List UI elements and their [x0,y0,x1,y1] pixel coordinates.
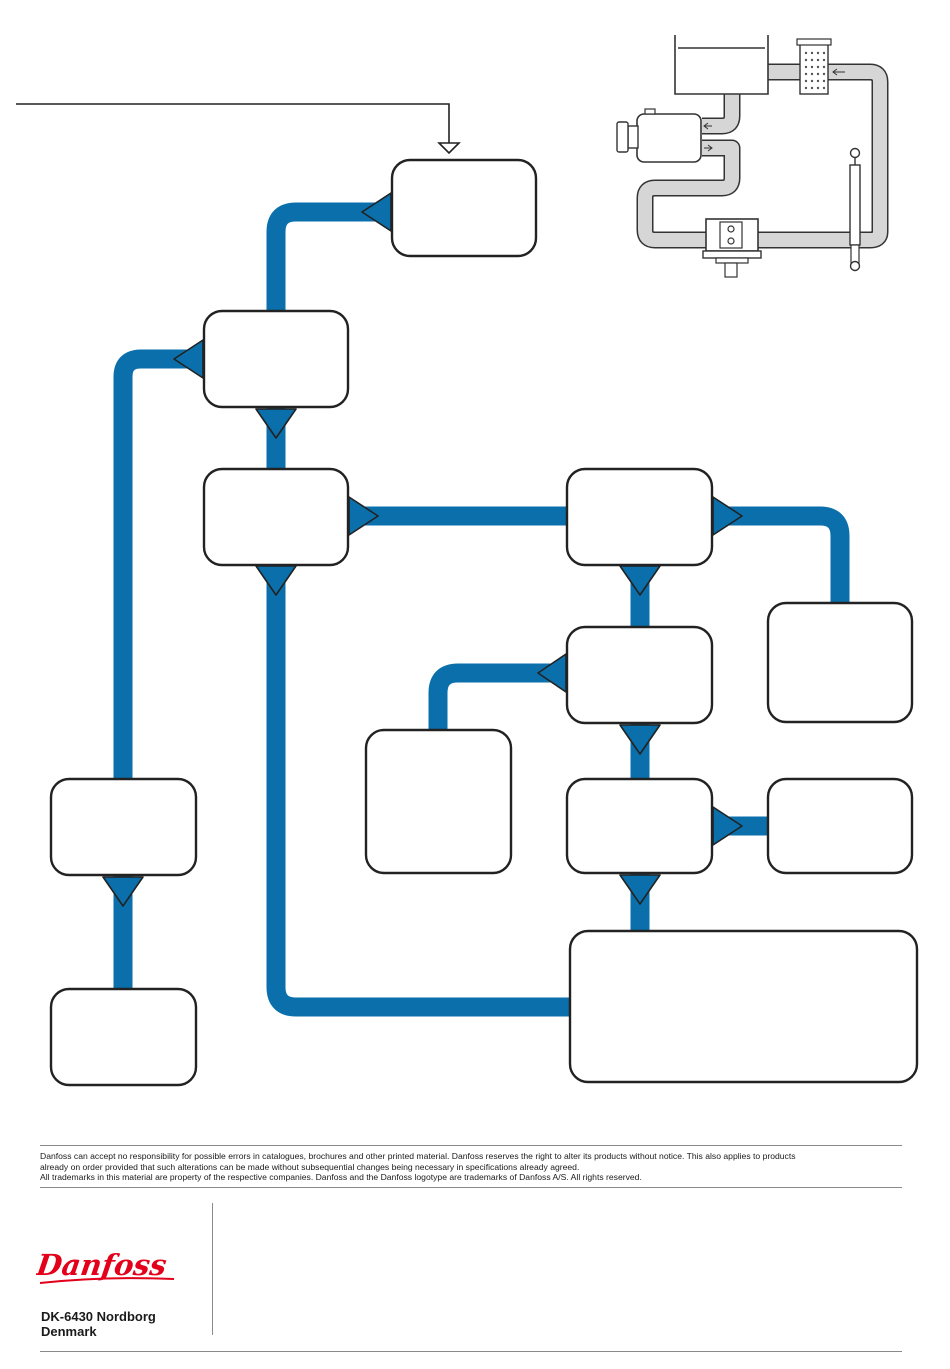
arrow-left-icon [173,339,204,379]
diagram-box-6 [565,625,714,725]
footer-bottom-rule [40,1351,902,1352]
diagram-box-5 [766,601,914,724]
input-line [16,103,461,155]
arrow-down-icon [619,874,661,905]
arrow-left-icon [537,653,567,693]
diagram-box-11 [766,777,914,875]
disclaimer-line-2: already on order provided that such alte… [40,1161,580,1172]
footer-mid-rule [40,1187,902,1188]
disclaimer-line-3: All trademarks in this material are prop… [40,1172,642,1183]
pipe-box3-to-box13 [266,564,572,1017]
flow-boxes [49,158,919,1087]
arrow-down-icon [255,565,297,596]
diagram-box-4 [565,467,714,567]
arrow-right-icon [712,806,743,846]
flow-diagram [16,35,919,1087]
diagram-box-13 [568,929,919,1084]
pipe-box4-to-box5 [712,506,850,604]
arrow-down-icon [619,565,661,596]
pipe-box6-to-box7 [428,663,568,730]
flow-arrows [102,192,743,907]
company-address: DK-6430 Nordborg Denmark [41,1309,156,1339]
pipe-box9-to-box2 [113,349,205,780]
diagram-box-2 [202,309,350,409]
diagram-box-8 [565,777,714,875]
footer-top-rule [40,1145,902,1146]
disclaimer-line-1: Danfoss can accept no responsibility for… [40,1151,796,1161]
hydraulic-system-icon [616,35,889,278]
arrow-left-icon [361,192,392,232]
arrow-right-icon [712,496,743,536]
diagram-box-9 [49,777,198,877]
diagram-box-10 [49,987,198,1087]
address-line-1: DK-6430 Nordborg [41,1309,156,1324]
diagram-box-3 [202,467,350,567]
disclaimer-text: Danfoss can accept no responsibility for… [40,1151,900,1183]
arrow-down-icon [102,876,144,907]
diagram-box-7 [364,728,513,875]
footer-vertical-rule [212,1203,213,1335]
arrow-down-icon [619,724,661,755]
danfoss-logo-text: Danfoss [36,1248,169,1282]
arrow-down-icon [255,408,297,439]
pipe-box2-to-box1 [266,202,392,312]
danfoss-logo-icon: Danfoss [36,1248,175,1284]
diagram-box-1 [390,158,538,258]
arrow-down-icon [437,142,461,155]
address-line-2: Denmark [41,1324,97,1339]
arrow-right-icon [348,496,379,536]
